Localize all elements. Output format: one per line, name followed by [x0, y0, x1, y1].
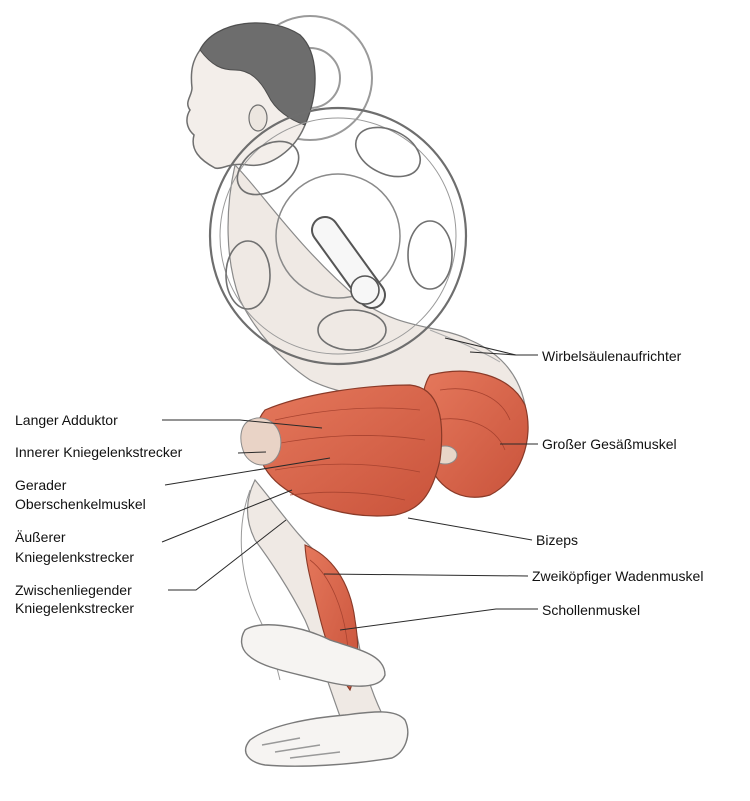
label-zwischen-line1: Zwischenliegender — [15, 582, 132, 598]
label-gerader-line1: Gerader — [15, 477, 67, 493]
label-bizeps: Bizeps — [536, 532, 579, 548]
label-schollenmuskel: Schollenmuskel — [542, 602, 641, 618]
label-wirbelsaeulenaufrichter: Wirbelsäulenaufrichter — [542, 348, 682, 364]
label-gesaessmuskel: Großer Gesäßmuskel — [542, 436, 677, 452]
label-langer-adduktor: Langer Adduktor — [15, 412, 118, 428]
label-wadenmuskel: Zweiköpfiger Wadenmuskel — [532, 568, 704, 584]
label-aeusserer-line2: Kniegelenkstrecker — [15, 549, 135, 565]
label-zwischen-line2: Kniegelenkstrecker — [15, 600, 135, 616]
label-aeusserer-line1: Äußerer — [15, 529, 66, 545]
head — [186, 22, 316, 170]
leader-lines-left — [161, 419, 331, 591]
label-gerader-line2: Oberschenkelmuskel — [15, 496, 146, 512]
shoes — [240, 624, 409, 767]
lower-leg — [240, 478, 386, 731]
label-innerer-kniegelenkstrecker: Innerer Kniegelenkstrecker — [15, 444, 183, 460]
barbell-front-plate — [208, 106, 468, 366]
thigh-muscles — [240, 384, 443, 517]
leader-lines-right — [323, 337, 538, 631]
